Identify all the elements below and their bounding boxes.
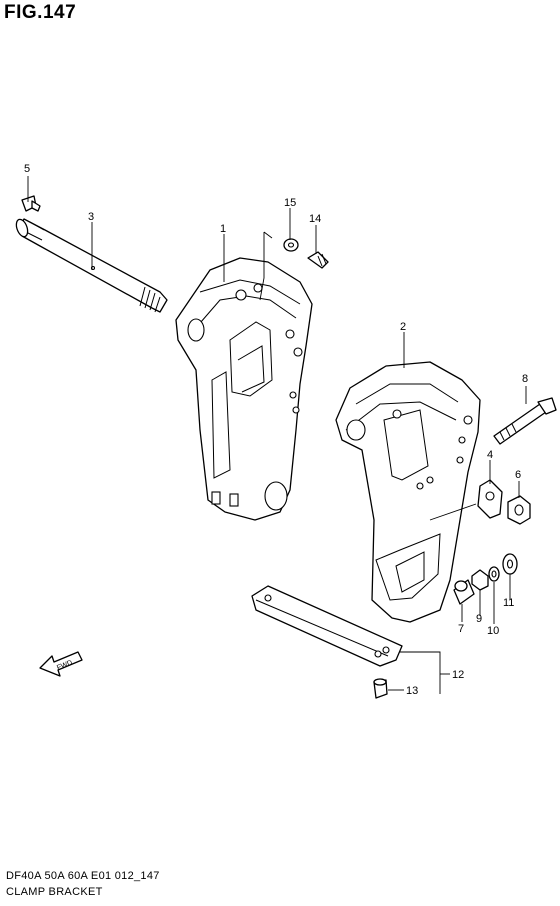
plate-part-4[interactable] (477, 479, 503, 519)
bolt-part-8[interactable] (493, 397, 557, 445)
leader-lines (27, 176, 527, 694)
callout-12: 12 (452, 669, 464, 681)
anode-plate-part-12[interactable] (251, 585, 403, 667)
callout-6: 6 (515, 469, 521, 481)
callout-8: 8 (522, 373, 528, 385)
nut-part-9[interactable] (471, 569, 489, 591)
callout-9: 9 (476, 613, 482, 625)
callout-14: 14 (309, 213, 321, 225)
bolt-part-14[interactable] (307, 251, 329, 269)
bolt-part-5[interactable] (21, 195, 41, 212)
fwd-arrow-icon: FWD (39, 651, 83, 677)
clamp-bracket-part-2[interactable] (335, 361, 481, 623)
model-code: DF40A 50A 60A E01 012_147 (6, 870, 160, 882)
figure-name: CLAMP BRACKET (6, 886, 103, 898)
bolt-part-13[interactable] (373, 678, 388, 699)
callout-11: 11 (503, 597, 514, 609)
figure-title: FIG.147 (4, 2, 77, 23)
callout-numbers: 5 3 1 15 14 2 8 4 6 7 9 10 11 12 13 (24, 163, 528, 697)
nut-part-6[interactable] (507, 495, 531, 525)
shaft-part-3[interactable] (14, 218, 168, 313)
callout-15: 15 (284, 197, 296, 209)
callout-2: 2 (400, 321, 406, 333)
callout-4: 4 (487, 449, 493, 461)
callout-3: 3 (88, 211, 94, 223)
callout-13: 13 (406, 685, 418, 697)
clamp-bracket-part-1[interactable] (175, 257, 313, 521)
callout-7: 7 (458, 623, 464, 635)
callout-5: 5 (24, 163, 30, 175)
callout-10: 10 (487, 625, 499, 637)
callout-1: 1 (220, 223, 226, 235)
bushing-part-7[interactable] (453, 579, 475, 605)
